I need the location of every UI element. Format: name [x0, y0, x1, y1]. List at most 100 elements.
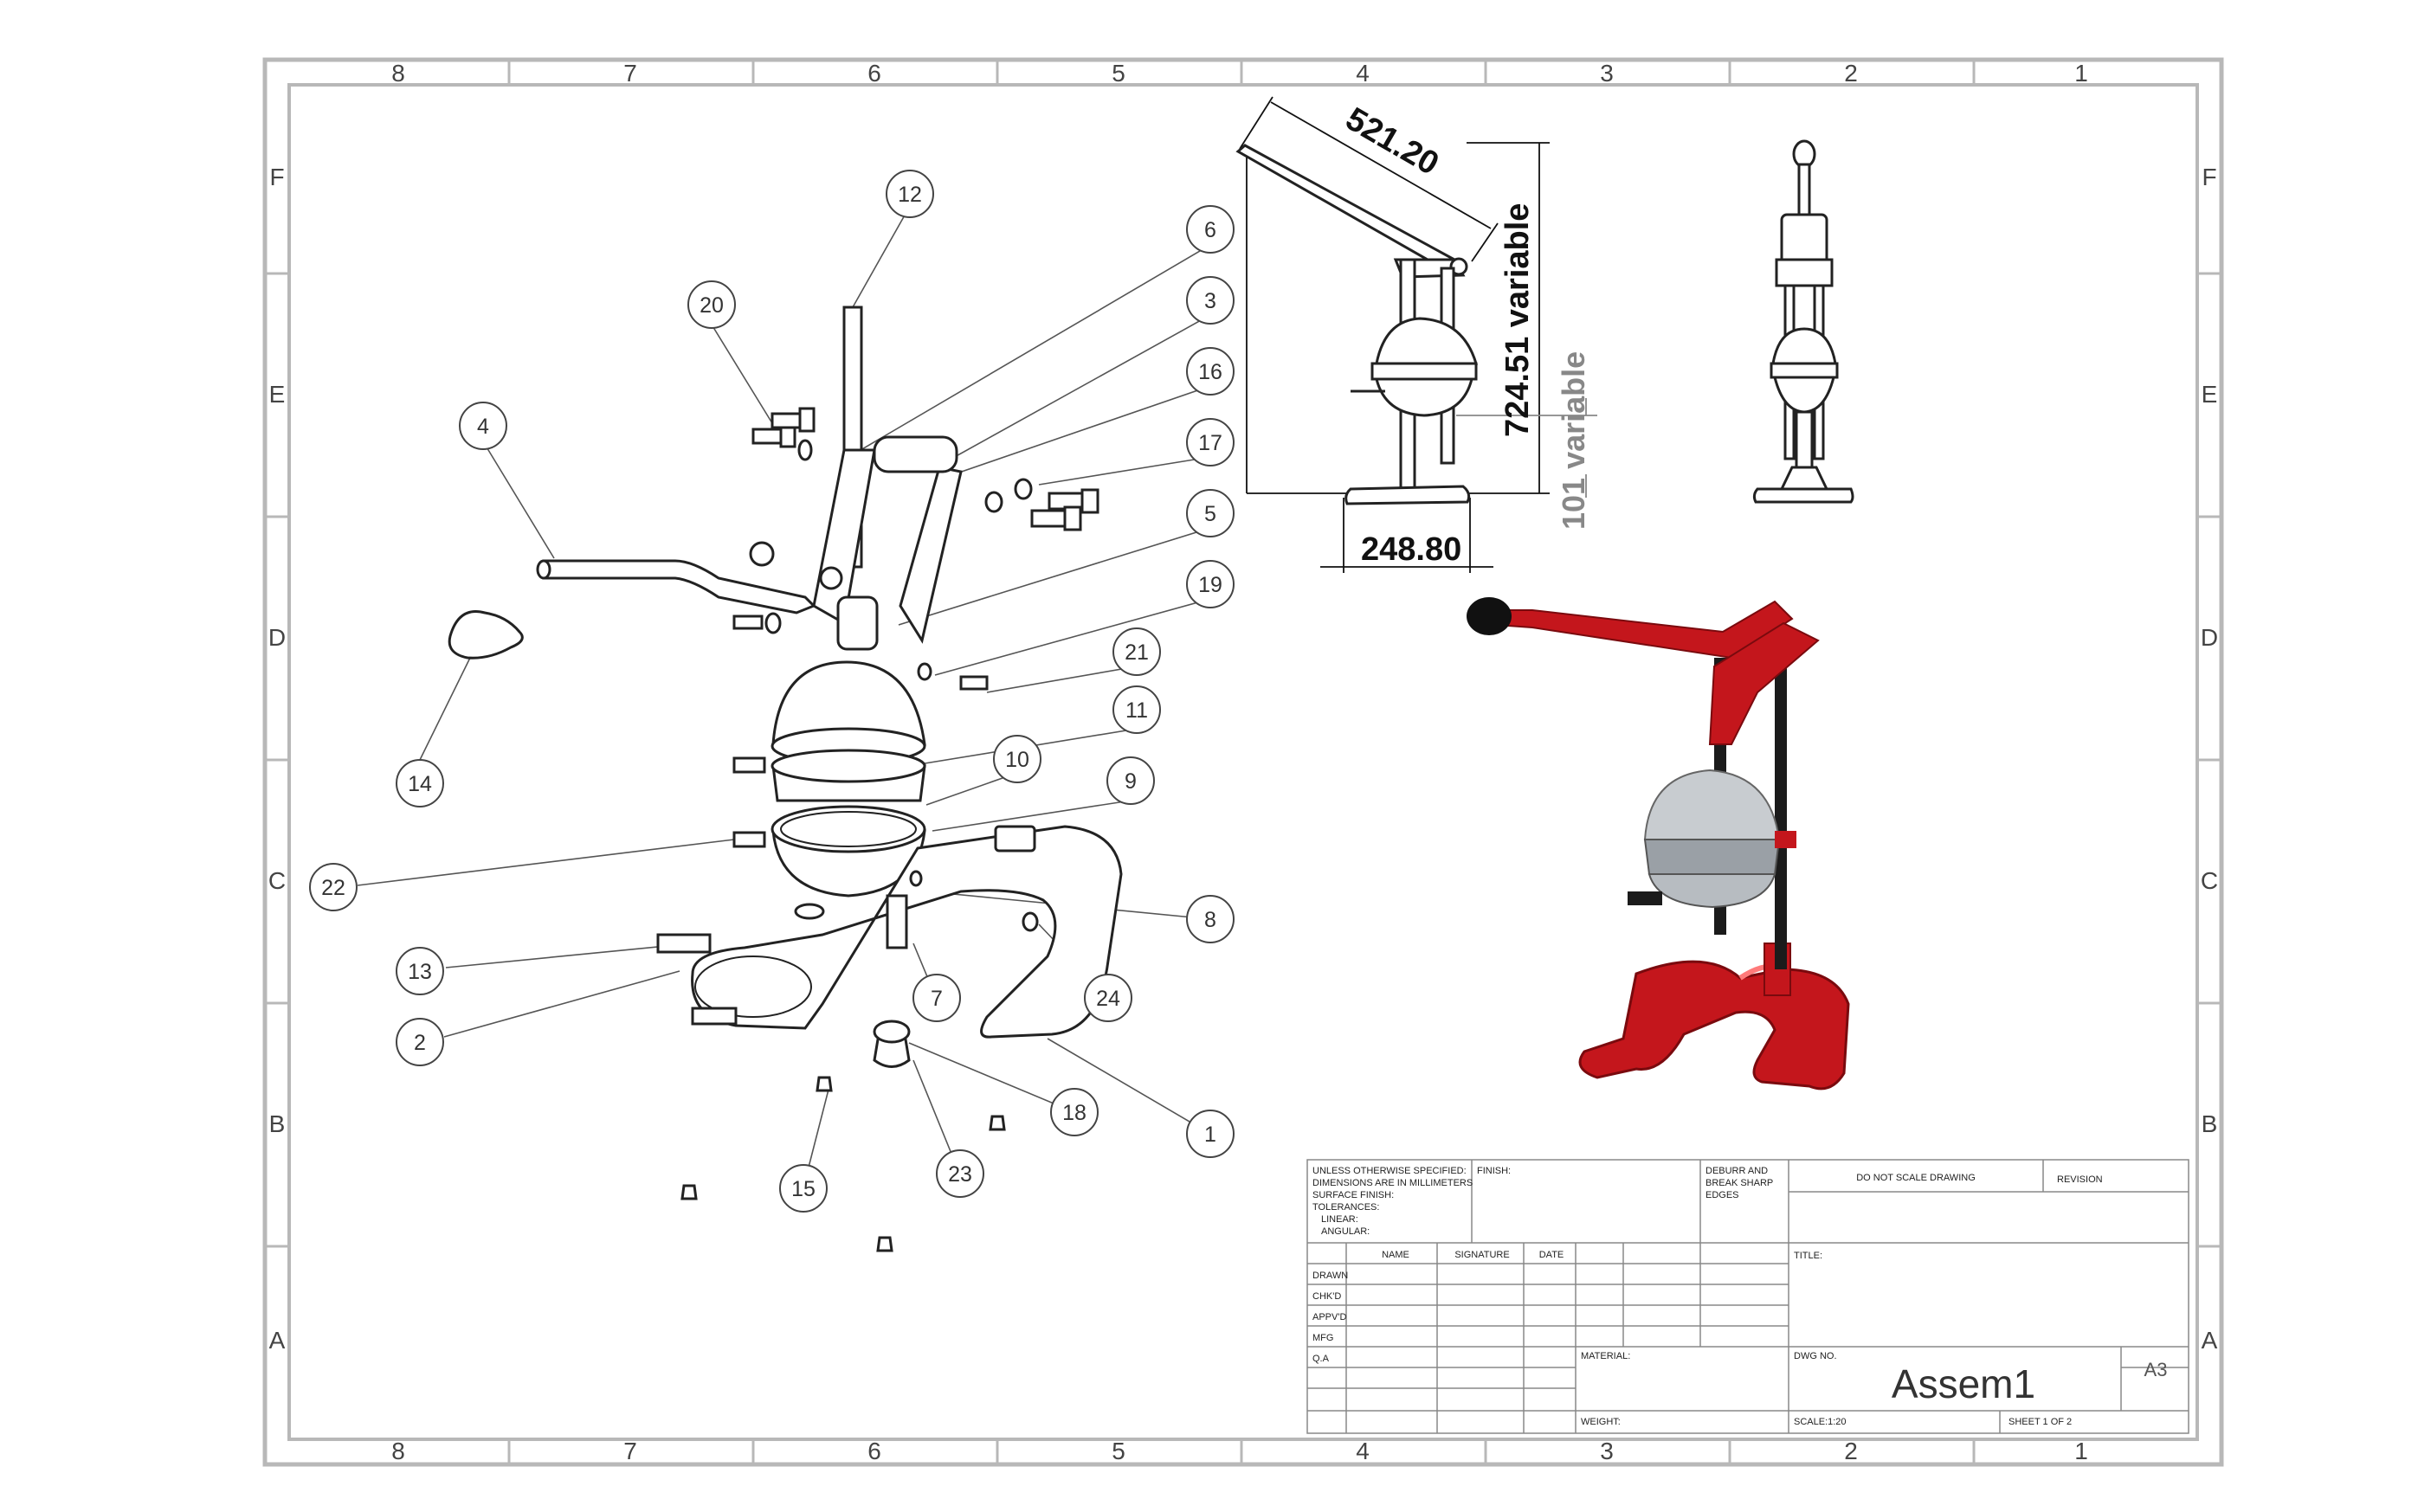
svg-text:20: 20	[700, 293, 724, 318]
balloon-10: 10	[993, 735, 1041, 783]
zone-row-right: B	[2202, 1110, 2218, 1137]
tb-deburr: EDGES	[1705, 1190, 1739, 1200]
balloon-2: 2	[396, 1018, 444, 1066]
svg-text:10: 10	[1005, 748, 1029, 772]
svg-text:13: 13	[408, 960, 432, 984]
tb-title-label: TITLE:	[1794, 1251, 1822, 1261]
zone-col-bottom: 1	[2074, 1438, 2088, 1464]
title-block-text: UNLESS OTHERWISE SPECIFIED: DIMENSIONS A…	[1312, 1166, 2167, 1427]
svg-text:8: 8	[1204, 908, 1216, 932]
balloon-13: 13	[396, 947, 444, 995]
zone-col-top: 4	[1356, 60, 1370, 87]
zone-row-left: F	[269, 164, 284, 190]
svg-text:22: 22	[321, 876, 345, 900]
side-view: 521.20 724.51 variable 101 variable 248.…	[1235, 96, 1597, 573]
svg-text:19: 19	[1198, 573, 1222, 597]
tb-deburr: DEBURR AND	[1705, 1166, 1768, 1176]
exploded-view: 12 20 6 3 16 4 17 5 19 14 21 11 10 9 22 …	[309, 170, 1235, 1252]
tb-weight-label: WEIGHT:	[1581, 1417, 1621, 1427]
svg-text:12: 12	[898, 183, 922, 207]
dimension-base-height: 101 variable	[1556, 351, 1591, 530]
tb-note: UNLESS OTHERWISE SPECIFIED:	[1312, 1166, 1467, 1176]
svg-text:21: 21	[1125, 640, 1149, 665]
link-block-part	[836, 595, 879, 651]
tb-deburr: BREAK SHARP	[1705, 1178, 1773, 1188]
press-cone-part	[771, 660, 926, 746]
zone-col-top: 7	[623, 60, 637, 87]
tb-role: CHK'D	[1312, 1291, 1341, 1302]
zone-row-left: E	[269, 381, 286, 408]
base-part	[691, 825, 1123, 1039]
zone-col-top: 3	[1600, 60, 1614, 87]
zone-row-right: C	[2201, 867, 2218, 894]
tb-material-label: MATERIAL:	[1581, 1351, 1630, 1361]
tb-role: APPV'D	[1312, 1312, 1346, 1322]
balloon-18: 18	[1050, 1088, 1099, 1136]
tb-note: LINEAR:	[1321, 1214, 1358, 1225]
render-knob	[1467, 597, 1512, 635]
balloon-6: 6	[1186, 205, 1235, 254]
svg-text:16: 16	[1198, 360, 1222, 384]
bolt-part	[984, 478, 1099, 531]
tb-size: A3	[2144, 1359, 2168, 1380]
tb-role: DRAWN	[1312, 1271, 1348, 1281]
zone-col-bottom: 5	[1112, 1438, 1125, 1464]
render-base	[1578, 960, 1850, 1091]
balloon-9: 9	[1106, 756, 1155, 805]
tb-note: DIMENSIONS ARE IN MILLIMETERS	[1312, 1178, 1473, 1188]
balloon-3: 3	[1186, 276, 1235, 325]
balloon-16: 16	[1186, 347, 1235, 396]
balloon-19: 19	[1186, 560, 1235, 608]
tb-do-not-scale: DO NOT SCALE DRAWING	[1856, 1173, 1976, 1183]
hinge-block-part	[873, 435, 958, 473]
handle-part	[542, 559, 816, 614]
svg-text:23: 23	[948, 1162, 972, 1187]
stud-part	[886, 894, 908, 949]
svg-text:1: 1	[1204, 1123, 1216, 1147]
zone-col-bottom: 2	[1844, 1438, 1858, 1464]
zone-col-top: 8	[391, 60, 405, 87]
render-cone	[1643, 769, 1781, 840]
svg-text:17: 17	[1198, 431, 1222, 455]
tb-sheet: SHEET 1 OF 2	[2009, 1417, 2072, 1427]
tb-col-signature: SIGNATURE	[1454, 1250, 1509, 1260]
handle-knob-part	[448, 610, 524, 659]
balloon-8: 8	[1186, 895, 1235, 943]
zone-row-left: A	[269, 1327, 286, 1354]
svg-text:6: 6	[1204, 218, 1216, 242]
zone-col-top: 1	[2074, 60, 2088, 87]
svg-text:3: 3	[1204, 289, 1216, 313]
balloon-5: 5	[1186, 489, 1235, 537]
balloon-11: 11	[1112, 685, 1161, 734]
zone-col-top: 2	[1844, 60, 1858, 87]
balloon-17: 17	[1186, 418, 1235, 466]
balloon-21: 21	[1112, 627, 1161, 676]
balloon-4: 4	[459, 402, 507, 450]
dimension-length: 521.20	[1339, 100, 1445, 182]
balloon-12: 12	[886, 170, 934, 218]
drip-tab-part	[656, 933, 712, 954]
side-base-part	[1344, 485, 1471, 505]
balloon-23: 23	[936, 1149, 984, 1198]
zone-col-bottom: 7	[623, 1438, 637, 1464]
svg-text:24: 24	[1096, 987, 1120, 1011]
tb-role: Q.A	[1312, 1354, 1330, 1364]
svg-text:2: 2	[414, 1031, 426, 1055]
svg-text:18: 18	[1062, 1101, 1086, 1125]
part-balloons: 12 20 6 3 16 4 17 5 19 14 21 11 10 9 22 …	[309, 170, 1235, 1213]
tb-revision: REVISION	[2057, 1174, 2103, 1185]
svg-text:14: 14	[408, 772, 432, 796]
tb-col-date: DATE	[1539, 1250, 1564, 1260]
rubber-foot-part	[680, 1076, 1006, 1252]
render-view	[1467, 597, 1850, 1091]
zone-col-top: 5	[1112, 60, 1125, 87]
tb-col-name: NAME	[1382, 1250, 1409, 1260]
tb-scale: SCALE:1:20	[1794, 1417, 1847, 1427]
zone-col-bottom: 3	[1600, 1438, 1614, 1464]
front-view	[1752, 139, 1854, 504]
svg-text:11: 11	[1125, 698, 1148, 723]
balloon-7: 7	[912, 974, 961, 1022]
zone-col-bottom: 4	[1356, 1438, 1370, 1464]
balloon-leaders	[357, 205, 1211, 1188]
